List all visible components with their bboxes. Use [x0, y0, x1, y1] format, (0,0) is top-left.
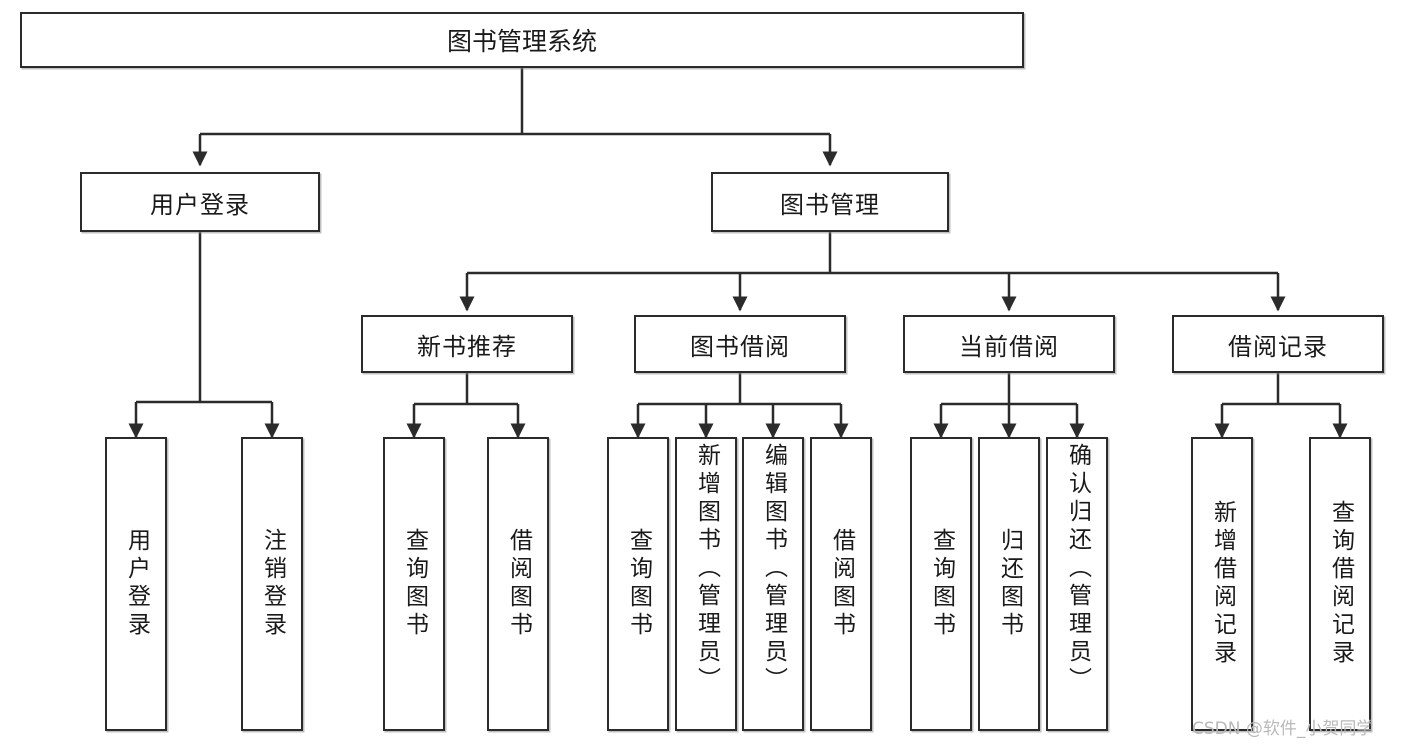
node-label: 新增借阅记录	[1209, 500, 1236, 668]
node-label: 查询借阅记录	[1327, 500, 1354, 668]
leaf-borrow-book-1[interactable]: 借阅图书	[487, 437, 549, 731]
node-label: 查询图书	[625, 528, 652, 640]
node-book-borrow[interactable]: 图书借阅	[634, 315, 846, 373]
leaf-query-book-1[interactable]: 查询图书	[383, 437, 445, 731]
node-label: 当前借阅	[959, 332, 1059, 361]
leaf-add-book[interactable]: 新增图书（管理员）	[675, 437, 737, 731]
node-label: 图书借阅	[690, 332, 790, 361]
leaf-add-record[interactable]: 新增借阅记录	[1191, 437, 1253, 731]
leaf-query-book-3[interactable]: 查询图书	[910, 437, 972, 731]
node-root-book-management-system[interactable]: 图书管理系统	[20, 12, 1024, 68]
node-label: 图书管理	[780, 190, 880, 219]
leaf-user-logout[interactable]: 注销登录	[241, 437, 303, 731]
node-label: 确认归还（管理员）	[1064, 443, 1091, 695]
node-label: 借阅图书	[505, 528, 532, 640]
node-label: 查询图书	[928, 528, 955, 640]
node-label: 借阅图书	[828, 528, 855, 640]
leaf-edit-book[interactable]: 编辑图书（管理员）	[742, 437, 804, 731]
leaf-user-login[interactable]: 用户登录	[105, 437, 167, 731]
leaf-query-record[interactable]: 查询借阅记录	[1309, 437, 1371, 731]
node-label: 借阅记录	[1228, 332, 1328, 361]
node-label: 新增图书（管理员）	[693, 443, 720, 695]
node-borrow-record[interactable]: 借阅记录	[1172, 315, 1384, 373]
leaf-return-book[interactable]: 归还图书	[978, 437, 1040, 731]
node-label: 编辑图书（管理员）	[760, 443, 787, 695]
node-user-login[interactable]: 用户登录	[80, 172, 320, 232]
node-label: 用户登录	[150, 190, 250, 219]
node-label: 查询图书	[401, 528, 428, 640]
leaf-query-book-2[interactable]: 查询图书	[607, 437, 669, 731]
node-current-borrow[interactable]: 当前借阅	[903, 315, 1115, 373]
node-new-book-recommend[interactable]: 新书推荐	[361, 315, 573, 373]
node-book-management[interactable]: 图书管理	[711, 172, 949, 232]
node-label: 归还图书	[996, 528, 1023, 640]
leaf-borrow-book-2[interactable]: 借阅图书	[810, 437, 872, 731]
node-label: 图书管理系统	[446, 27, 597, 56]
node-label: 注销登录	[259, 528, 286, 640]
csdn-watermark: CSDN @软件_小贺同学	[1192, 719, 1374, 739]
node-label: 新书推荐	[417, 332, 517, 361]
node-label: 用户登录	[123, 528, 150, 640]
leaf-confirm-return[interactable]: 确认归还（管理员）	[1046, 437, 1108, 731]
